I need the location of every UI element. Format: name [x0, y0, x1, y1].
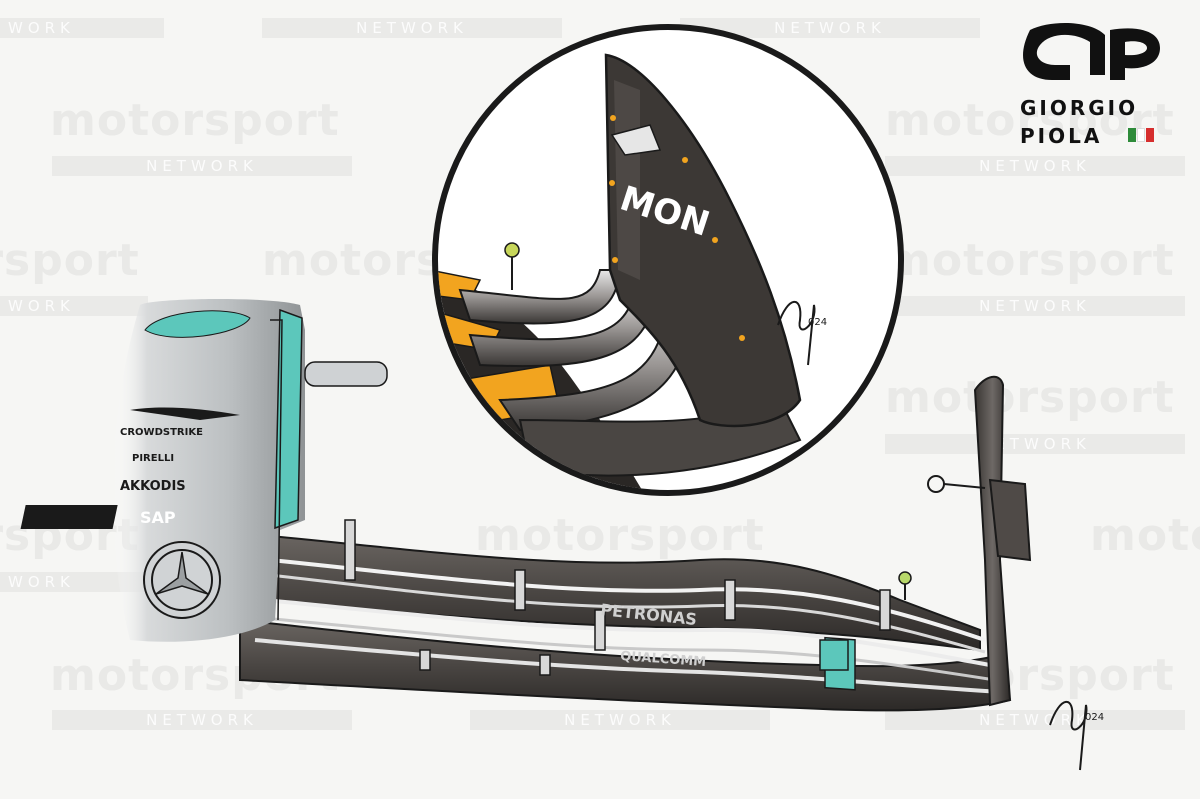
endplate-rivets: [609, 115, 745, 341]
wing-text-lower: QUALCOMM: [620, 649, 707, 670]
detail-inset: MON: [432, 24, 904, 496]
mercedes-star-icon: [143, 541, 221, 619]
nose-cone: CROWDSTRIKE PIRELLI AKKODIS SAP: [20, 298, 388, 642]
sponsor-crowdstrike: CROWDSTRIKE: [120, 427, 203, 438]
sponsor-akkodis: AKKODIS: [120, 479, 186, 494]
giorgio-piola-logo: GIORGIO PIOLA: [1010, 20, 1180, 150]
artist-signature-main: 024: [1049, 700, 1104, 771]
logo-line-piola: PIOLA: [1020, 124, 1103, 148]
crowdstrike-falcon-icon: [130, 407, 240, 420]
gp-monogram-icon: [1023, 23, 1160, 80]
artist-signature-inset: 024: [777, 300, 827, 366]
signature-year: 024: [808, 317, 827, 328]
signature-year: 024: [1085, 712, 1104, 723]
main-wing-assembly: PETRONAS QUALCOMM: [239, 375, 1032, 712]
sponsor-pirelli: PIRELLI: [132, 453, 174, 464]
logo-line-giorgio: GIORGIO: [1020, 96, 1139, 120]
flap-brackets: [344, 519, 891, 676]
sponsor-sap: SAP: [140, 508, 176, 527]
